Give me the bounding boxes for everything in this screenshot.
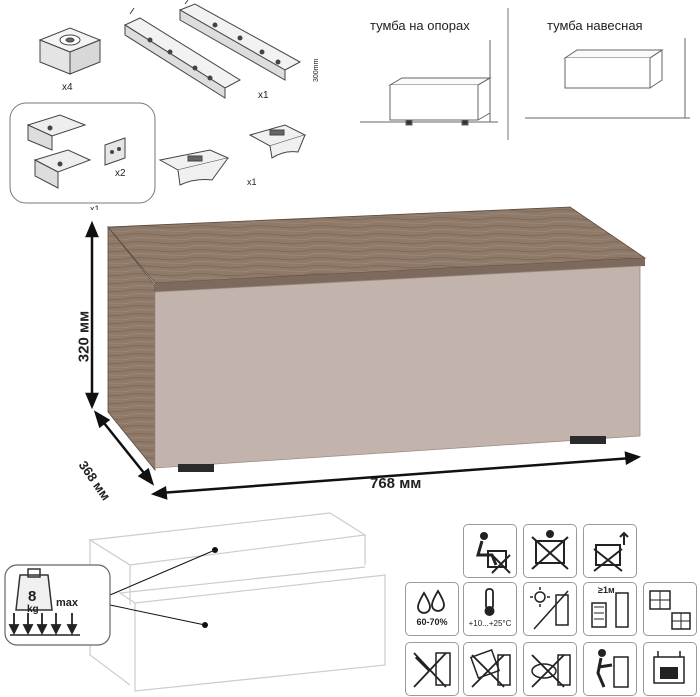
hinge-set-qty: x1 [90,204,100,210]
cabinet-front-panel [154,265,641,469]
height-label-box: 320 мм [74,296,94,376]
product-view: 320 мм 368 мм 768 мм [70,200,670,510]
open-drawer-sketch [4,512,386,692]
clip-qty: x1 [247,177,257,187]
load-suffix: max [56,597,79,609]
load-unit: kg [27,604,39,615]
hardware-illustrations: x4 x1 300mm x2 x1 [9,0,320,210]
cabinet-render [85,206,647,500]
floor-mount-label: тумба на опорах [370,18,470,33]
no-impact-icon [405,642,459,696]
hardware-section: x4 x1 300mm x2 x1 [0,0,330,210]
no-standing-icon [583,524,637,578]
width-label: 768 мм [370,475,422,492]
hinge-mechanism-icon [26,114,92,189]
drawer-rails-icon [123,0,302,99]
wall-hung-diagram [525,38,690,119]
no-sitting-icon [463,524,517,578]
mounting-diagrams: тумба на опорах тумба навесная [360,8,690,140]
width-dimension-line [159,456,633,495]
cabinet-foot-right [570,436,606,444]
weight-icon [4,564,111,646]
room-climate-icon [643,582,697,636]
no-wet-cleaning-icon [463,642,517,696]
cabinet-side-panel [107,225,156,472]
height-label: 320 мм [75,310,93,363]
foot-qty: x4 [62,82,73,93]
rail-length: 300mm [313,58,320,82]
sunlight-icon [523,582,577,636]
no-climbing-icon [523,524,577,578]
heater-distance-icon: ≥1м [583,582,637,636]
load-value: 8 [28,588,37,605]
care-icons-grid: 60-70% +10...+25°C ≥1м [405,520,700,697]
humidity-label: 60-70% [416,617,448,627]
hinge-set-frame [9,102,156,204]
drawer-load-diagram: 8 kg max [0,505,410,697]
careful-moving-icon [583,642,637,696]
wall-mount-label: тумба навесная [547,18,643,33]
humidity-icon: 60-70% [405,582,459,636]
plate-qty: x2 [115,168,126,179]
temperature-label: +10...+25°C [468,619,512,628]
cabinet-foot-left [178,464,214,472]
mounting-options: тумба на опорах тумба навесная [350,0,700,145]
floor-standing-diagram [360,40,498,126]
distance-label: ≥1м [598,585,615,595]
cabinet-top-edge [155,258,645,292]
depth-dimension-line [99,417,149,479]
no-heat-source-icon [643,642,697,696]
no-abrasive-icon [523,642,577,696]
foot-pad-icon [38,27,102,75]
temperature-icon: +10...+25°C [463,582,517,636]
mounting-plate-icon [104,137,126,166]
front-clip-icon [158,124,307,186]
rails-qty: x1 [258,90,269,101]
